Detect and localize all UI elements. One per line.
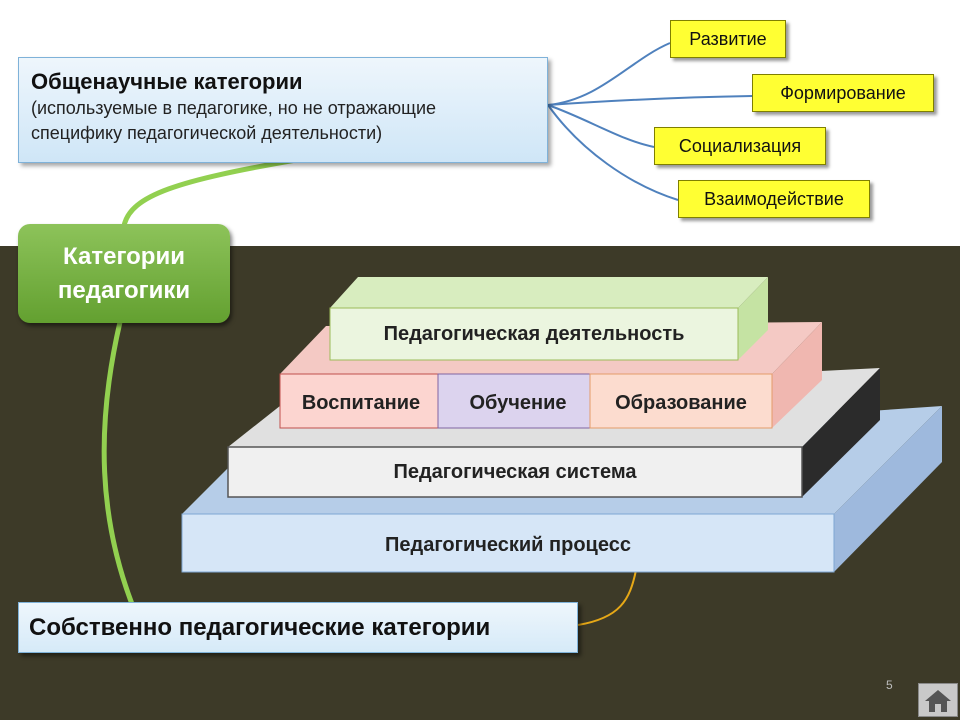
connector-to-vzaimodeistvie bbox=[547, 104, 679, 201]
general-categories-subtitle-line2: специфику педагогической деятельности) bbox=[31, 123, 383, 143]
connector-to-formirovanie bbox=[547, 95, 753, 106]
layer-activity bbox=[329, 277, 768, 361]
pedagogy-categories-line2: педагогики bbox=[57, 276, 191, 304]
general-categories-box: Общенаучные категории (используемые в пе… bbox=[18, 57, 548, 163]
own-pedagogy-categories-box: Собственно педагогические категории bbox=[18, 602, 578, 653]
pedagogy-categories-line1: Категории bbox=[63, 242, 185, 270]
label-activity: Педагогическая деятельность bbox=[383, 322, 685, 345]
connector-to-razvitie bbox=[547, 42, 671, 106]
label-system: Педагогическая система bbox=[393, 460, 637, 483]
general-item-razvitie: Развитие bbox=[670, 20, 786, 58]
block-teaching bbox=[437, 373, 599, 429]
connector-process-to-own bbox=[577, 569, 637, 626]
page-number: 5 bbox=[886, 678, 893, 692]
connector-general-to-button bbox=[121, 157, 297, 227]
home-button[interactable] bbox=[918, 683, 958, 717]
pedagogy-categories-button[interactable]: Категории педагогики bbox=[18, 224, 230, 323]
label-teaching: Обучение bbox=[469, 391, 567, 414]
connector-to-socializacia bbox=[547, 104, 655, 148]
general-categories-subtitle-line1: (используемые в педагогике, но не отража… bbox=[31, 98, 437, 118]
general-item-formirovanie: Формирование bbox=[752, 74, 934, 112]
label-education: Образование bbox=[615, 391, 747, 414]
home-icon bbox=[925, 690, 951, 712]
general-item-vzaimodeistvie: Взаимодействие bbox=[678, 180, 870, 218]
general-item-socializacia: Социализация bbox=[654, 127, 826, 165]
general-categories-title: Общенаучные категории bbox=[31, 69, 303, 94]
connector-button-to-own bbox=[101, 321, 135, 605]
label-process: Педагогический процесс bbox=[385, 533, 631, 556]
block-education bbox=[589, 373, 773, 429]
label-upbringing: Воспитание bbox=[301, 391, 421, 414]
block-upbringing bbox=[279, 373, 443, 429]
tier-side-pink bbox=[772, 322, 822, 428]
